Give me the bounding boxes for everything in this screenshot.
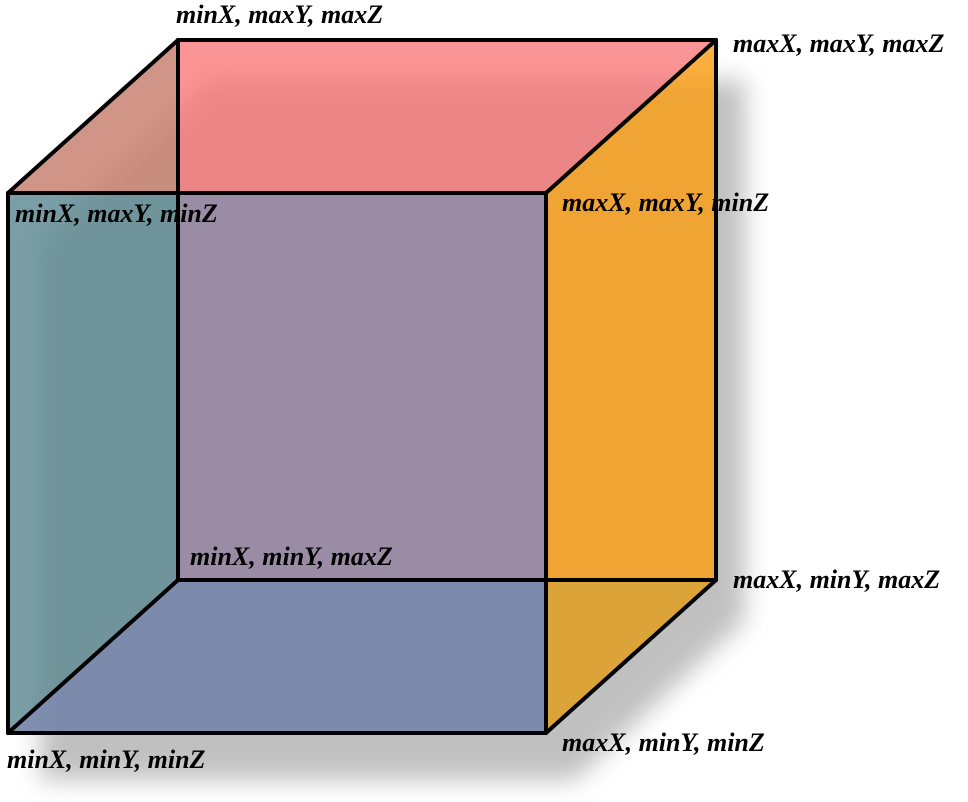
top-face [8,40,716,193]
edge-connector-top-left [6,38,180,195]
label-front-top-right: maxX, maxY, minZ [562,188,769,217]
edge-connector-top-right [544,38,718,195]
label-back-top-right: maxX, maxY, maxZ [733,29,945,58]
cube-edges [6,38,718,735]
label-front-top-left: minX, maxY, minZ [15,199,218,228]
front-face [8,193,546,733]
edge-connector-bottom-left [6,578,180,735]
label-back-bottom-left: minX, minY, maxZ [190,542,393,571]
edge-connector-bottom-right [544,578,718,735]
label-back-bottom-right: maxX, minY, maxZ [733,565,940,594]
label-front-bottom-right: maxX, minY, minZ [562,728,765,757]
label-back-top-left: minX, maxY, maxZ [176,0,383,29]
right-face [546,40,716,733]
label-front-bottom-left: minX, minY, minZ [7,745,206,774]
